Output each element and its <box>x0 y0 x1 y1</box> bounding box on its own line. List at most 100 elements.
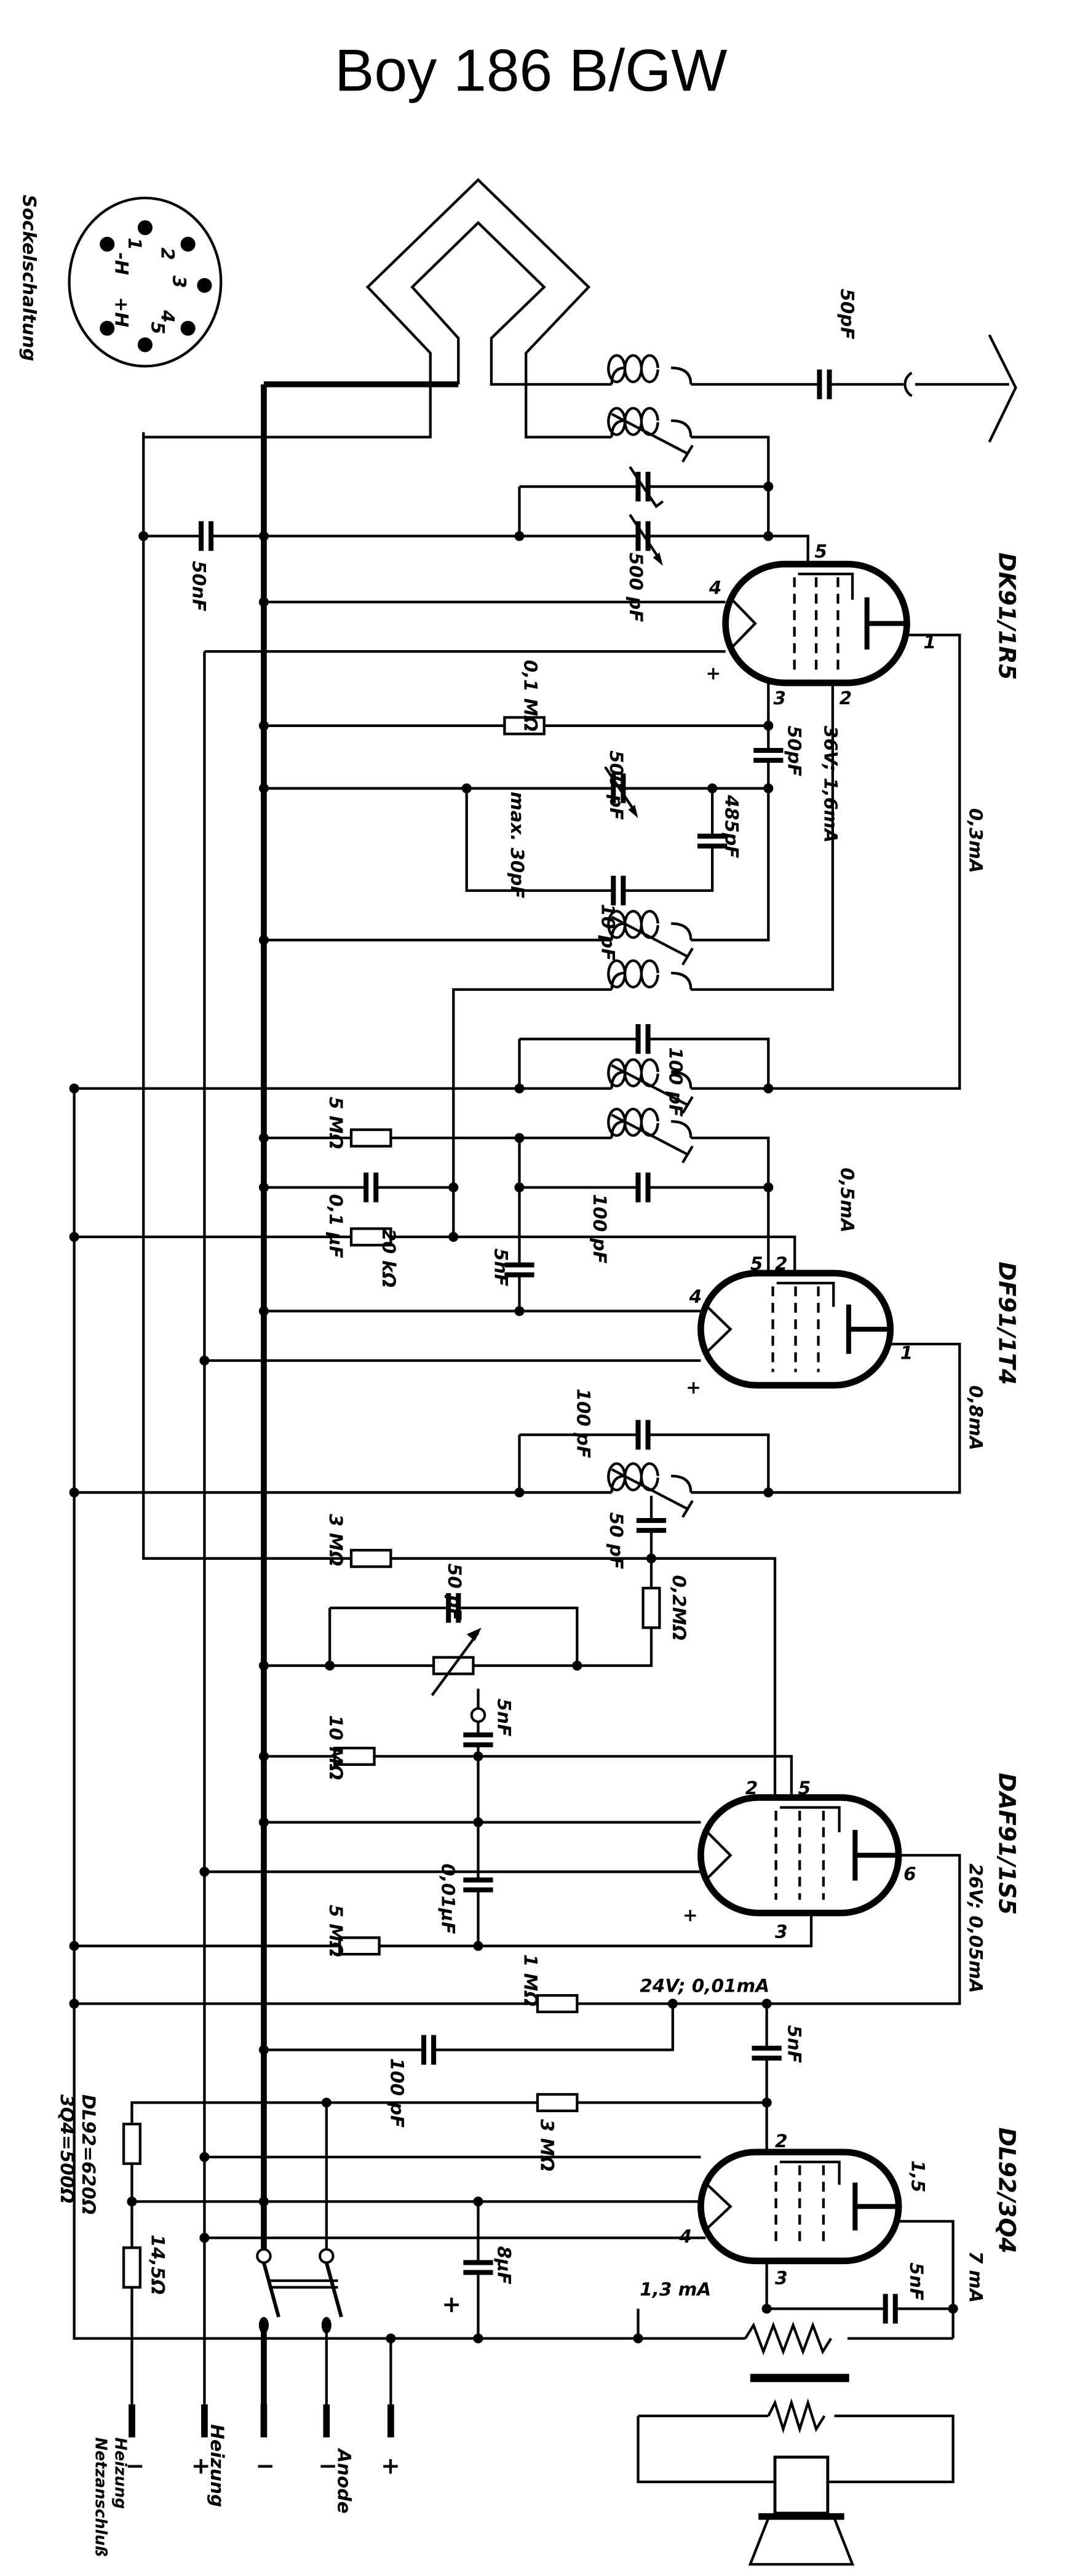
potentiometer-wiper <box>431 1632 480 1696</box>
tube-pin-label: 2 <box>775 1254 788 1274</box>
tube-internal <box>780 1806 841 1832</box>
value-label: 5nF <box>494 1699 515 1737</box>
tube-name-dl92: DL92/3Q4 <box>994 2128 1021 2254</box>
junction-node <box>258 935 269 945</box>
value-label: 20 kΩ <box>378 1228 399 1287</box>
junction-node <box>514 1487 525 1498</box>
arrow-head-icon <box>653 552 663 566</box>
anode-plate <box>846 1304 891 1354</box>
capacitor <box>463 2260 493 2275</box>
resistor <box>503 716 546 736</box>
value-label: DL92=620Ω <box>78 2094 99 2215</box>
tunable-coil <box>607 910 694 966</box>
tube-pin-label: 2 <box>775 2131 788 2152</box>
supply-terminals: − + − − + HeizungNetzanschluß Heizung An… <box>91 2424 400 2557</box>
junction-node <box>763 1182 774 1193</box>
coil-windings <box>607 354 693 384</box>
diagram-title: Boy 186 B/GW <box>335 38 727 104</box>
wire <box>204 1310 701 1362</box>
cap-plates <box>697 833 728 849</box>
junction-node <box>633 2333 643 2343</box>
transformer-secondary <box>767 2398 826 2434</box>
arrow-head-icon <box>628 805 638 818</box>
variable-arrow <box>604 766 636 813</box>
capacitor <box>611 875 626 906</box>
resistor <box>536 1994 579 2014</box>
value-label: 5 MΩ <box>325 1097 346 1149</box>
capacitor <box>817 369 832 399</box>
arrow-head-icon <box>466 1628 482 1641</box>
junction-node <box>258 720 269 731</box>
capacitor <box>363 1172 379 1203</box>
tuning-core <box>611 1113 694 1164</box>
capacitor <box>504 1262 534 1278</box>
socket-pin <box>180 236 196 252</box>
junction-node <box>199 2233 210 2243</box>
tuning-core <box>611 915 694 966</box>
terminal-polarity: + <box>191 2452 210 2479</box>
junction-node <box>763 531 774 541</box>
value-label: 8µF <box>494 2246 515 2284</box>
tube-pin-label: 3 <box>775 1921 788 1942</box>
value-label: 36V; 1,6mA <box>820 726 841 843</box>
tuning-core <box>611 1064 694 1114</box>
junction-node <box>473 1941 483 1951</box>
value-label: 10 pF <box>598 904 619 961</box>
junction-node <box>258 1751 269 1762</box>
junction-node <box>258 2196 269 2207</box>
cap-plates <box>421 2035 437 2065</box>
cap-plates <box>752 2045 782 2061</box>
junction-node <box>761 1998 772 2009</box>
junction-node <box>258 1817 269 1827</box>
value-label: 14,5Ω <box>148 2235 169 2295</box>
junction-node <box>258 1182 269 1193</box>
tube-pin-label: 5 <box>798 1778 811 1799</box>
tube-pin-label: 3 <box>775 2267 788 2288</box>
cap-plates <box>463 1877 493 1893</box>
junction-node <box>514 1083 525 1094</box>
coil <box>607 959 693 993</box>
switch-contact <box>256 2248 272 2264</box>
junction-node <box>763 783 774 793</box>
socket-pin-label: -H <box>111 252 132 275</box>
value-label: 0,8mA <box>965 1385 986 1450</box>
trimmer-mark <box>629 466 664 509</box>
resistor <box>536 2093 579 2112</box>
resistor <box>338 1936 381 1956</box>
capacitor <box>635 1024 651 1054</box>
value-label: 7 mA <box>965 2251 986 2303</box>
capacitor <box>446 1592 461 1623</box>
cap-plates <box>504 1262 534 1278</box>
resistor <box>122 2123 142 2165</box>
capacitor <box>697 833 728 849</box>
cap-plates <box>635 1024 651 1054</box>
wire <box>142 432 777 1798</box>
tube-daf91 <box>697 1794 902 1917</box>
tube-pin-label: 2 <box>745 1778 758 1799</box>
terminal-polarity: − <box>125 2452 145 2479</box>
component-labels: 50pF 500 pF 50nF 0,1 MΩ 500 pF 50pF 36V;… <box>57 288 986 2317</box>
junction-node <box>199 1867 210 1877</box>
capacitor <box>635 1420 651 1450</box>
junction-node <box>258 597 269 607</box>
wire <box>130 2101 767 2433</box>
capacitor <box>463 1877 493 1893</box>
capacitor <box>463 1732 493 1747</box>
tube-internal <box>776 1281 835 1307</box>
junction-node <box>473 2333 483 2343</box>
junction-node <box>138 531 149 541</box>
junction-node <box>763 1487 774 1498</box>
value-label: 0,5mA <box>836 1167 857 1233</box>
value-label: 0,2MΩ <box>669 1575 689 1640</box>
socket-pin <box>137 220 153 236</box>
socket-pin-label: 1 <box>124 237 145 250</box>
coil-windings <box>607 959 693 990</box>
resistor <box>333 1746 376 1766</box>
value-label: 3Q4=500Ω <box>57 2094 77 2203</box>
value-label: 50pF <box>836 288 857 339</box>
capacitor <box>421 2035 437 2065</box>
value-label: 5 MΩ <box>325 1905 346 1957</box>
value-label: 24V; 0,01mA <box>640 1976 769 1997</box>
socket-pin-label: 2 <box>157 247 178 260</box>
terminal-label-line: Heizung <box>111 2438 130 2510</box>
